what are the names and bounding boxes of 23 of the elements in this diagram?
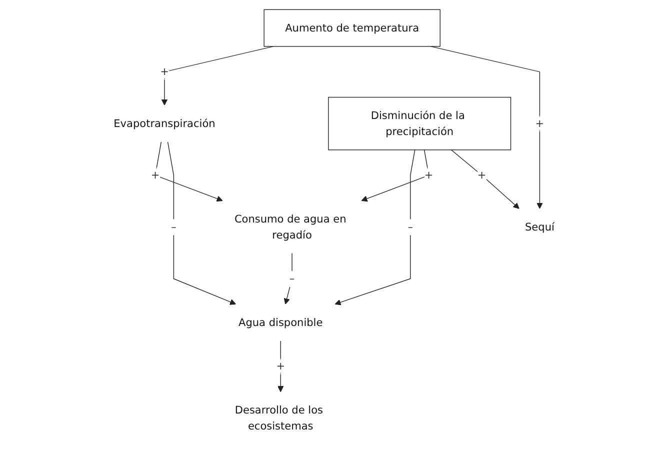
arrow bbox=[334, 150, 416, 306]
node-text: Agua disponible bbox=[238, 316, 323, 329]
arrow bbox=[154, 142, 223, 202]
arrow bbox=[167, 142, 236, 305]
node-box: Disminución de la precipitación bbox=[328, 96, 512, 150]
edge-label: + bbox=[276, 360, 285, 372]
edge-label: + bbox=[150, 168, 160, 182]
node-box: Aumento de temperatura bbox=[264, 9, 440, 47]
arrow bbox=[430, 46, 543, 209]
edge-label: – bbox=[289, 272, 295, 285]
edge-label: – bbox=[408, 220, 413, 234]
edge-label: + bbox=[535, 117, 544, 130]
node-text: Evapotranspiración bbox=[114, 117, 216, 130]
arrow bbox=[450, 150, 520, 209]
edge-label: – bbox=[171, 220, 176, 234]
node-text: Desarrollo de los ecosistemas bbox=[234, 404, 323, 432]
edge-label: + bbox=[477, 168, 486, 182]
arrow bbox=[284, 252, 292, 304]
edge-label: + bbox=[160, 65, 169, 78]
arrow bbox=[361, 150, 430, 202]
node-text: Consumo de agua en regadío bbox=[234, 212, 346, 242]
node-text: Sequí bbox=[524, 220, 554, 234]
edge-label: + bbox=[424, 168, 434, 182]
